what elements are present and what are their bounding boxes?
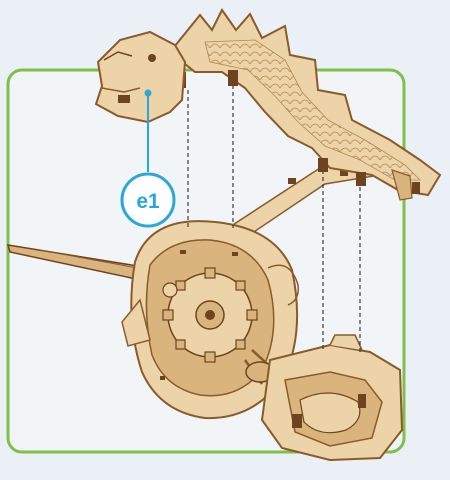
dragon-head-icon: [96, 32, 185, 122]
step-callout-label: e1: [136, 190, 160, 213]
